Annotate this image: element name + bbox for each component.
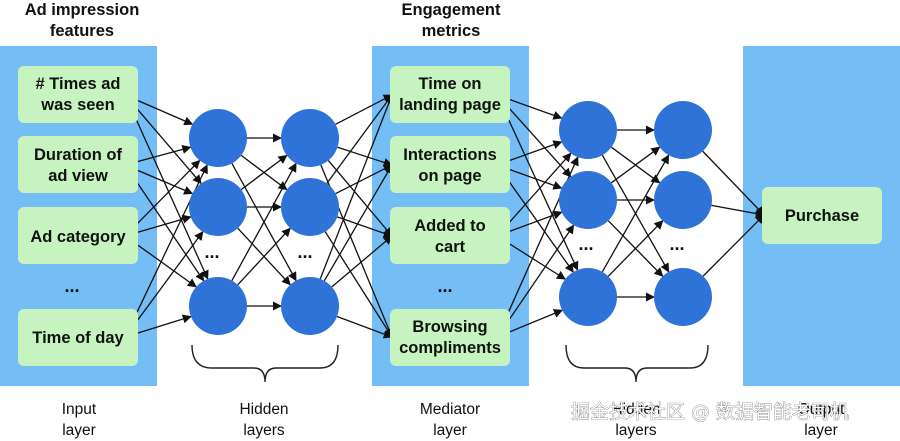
edge-arrow (129, 145, 192, 165)
mediator-box-interactions: Interactions on page (390, 136, 510, 193)
edge-arrow (711, 204, 765, 219)
edge-arrow (501, 152, 572, 232)
input-box-ad-category: Ad category (18, 207, 138, 264)
hidden-node-2-3 (281, 277, 339, 335)
edge-arrow (336, 315, 393, 339)
output-box-label: Purchase (785, 207, 859, 225)
caption-hidden2-line2: layers (615, 422, 657, 439)
edge-arrow (129, 166, 194, 195)
hidden-node-1-1 (189, 109, 247, 167)
caption-output-line1: Output (798, 401, 845, 418)
hidden-node-2-2 (281, 178, 339, 236)
caption-mediator-line2: layer (433, 422, 467, 439)
input-box-label: Duration of (34, 146, 122, 164)
mediator-box-label: landing page (399, 96, 501, 114)
input-header-line2: features (50, 22, 114, 40)
edge-arrow (324, 231, 393, 338)
caption-hidden-line2: layers (243, 422, 285, 439)
caption-input-line2: layer (62, 422, 96, 439)
edge-arrow (129, 314, 192, 337)
edge-arrow (601, 154, 670, 273)
edge-arrow (501, 166, 563, 190)
edge-arrow (610, 146, 661, 184)
input-ellipsis: ... (64, 276, 79, 296)
hidden-ellipsis: ... (204, 242, 219, 262)
edge-arrow (327, 160, 393, 237)
output-box-purchase: Purchase (762, 187, 882, 244)
caption-hidden-line1: Hidden (239, 401, 288, 418)
edge-arrow (129, 230, 204, 331)
mediator-box-landing-page: Time on landing page (390, 66, 510, 123)
edge-arrow (129, 96, 194, 126)
hidden-node-3-2 (559, 171, 617, 229)
hidden-layers-brace (565, 344, 709, 383)
hidden-node-1-2 (189, 178, 247, 236)
input-box-label: # Times ad (36, 75, 121, 93)
edge-arrow (501, 309, 564, 336)
edge-arrow (702, 150, 765, 216)
edge-arrow (335, 94, 393, 125)
edge-arrow (323, 164, 393, 282)
edge-arrow (231, 162, 297, 281)
caption-mediator-line1: Mediator (420, 401, 480, 418)
hidden-node-4-3 (654, 268, 712, 326)
mediator-box-label: cart (435, 238, 466, 256)
edge-arrow (501, 140, 563, 164)
mediator-box-label: on page (418, 167, 481, 185)
caption-output-line2: layer (804, 422, 838, 439)
edge-arrow (501, 171, 574, 273)
edge-arrow (129, 159, 201, 232)
mediator-header-line2: metrics (422, 22, 481, 40)
edge-arrow (501, 99, 572, 178)
input-box-label: Time of day (32, 329, 124, 347)
mediator-ellipsis: ... (437, 276, 452, 296)
edge-arrow (129, 100, 202, 185)
hidden-node-3-1 (559, 101, 617, 159)
hidden-ellipsis: ... (578, 234, 593, 254)
edge-arrow (337, 146, 393, 167)
hidden-node-4-2 (654, 171, 712, 229)
input-box-time-of-day: Time of day (18, 309, 138, 366)
mediator-box-label: Time on (419, 75, 482, 93)
mediator-box-label: compliments (399, 339, 501, 357)
edge-arrow (335, 164, 393, 195)
mediator-box-browsing: Browsing compliments (390, 309, 510, 366)
input-header-line1: Ad impression (25, 1, 140, 19)
mediator-box-label: Added to (414, 217, 486, 235)
mediator-header-line1: Engagement (401, 1, 501, 19)
hidden-node-1-3 (189, 277, 247, 335)
caption-hidden2-line1: Hidden (611, 401, 660, 418)
input-box-duration: Duration of ad view (18, 136, 138, 193)
caption-input-line1: Input (62, 401, 97, 418)
input-box-label: ad view (48, 167, 108, 185)
edge-arrow (337, 216, 393, 238)
edge-arrow (501, 96, 563, 120)
edge-arrow (501, 238, 566, 280)
hidden-node-2-1 (281, 109, 339, 167)
watermark-text: 掘金技术社区 @ 数据智能老司机 (571, 401, 849, 423)
hidden-ellipsis: ... (297, 242, 312, 262)
hidden-node-3-3 (559, 268, 617, 326)
hidden-layers-brace (191, 344, 339, 383)
mediator-box-added-to-cart: Added to cart (390, 207, 510, 264)
edge-arrow (702, 214, 765, 277)
input-box-label: was seen (40, 96, 114, 114)
edge-group (129, 94, 765, 339)
edge-arrow (326, 94, 393, 184)
hidden-node-4-1 (654, 101, 712, 159)
input-box-label: Ad category (30, 228, 126, 246)
edge-arrow (607, 220, 664, 277)
input-box-times-seen: # Times ad was seen (18, 66, 138, 123)
edge-arrow (319, 94, 394, 280)
hidden-ellipsis: ... (669, 234, 684, 254)
edge-arrow (129, 171, 205, 282)
mediator-box-label: Interactions (403, 146, 497, 164)
edge-arrow (501, 224, 575, 331)
edge-arrow (240, 154, 288, 191)
edge-arrow (237, 227, 291, 286)
edge-arrow (331, 235, 393, 288)
mediator-box-label: Browsing (412, 318, 487, 336)
edge-arrow (129, 238, 197, 288)
